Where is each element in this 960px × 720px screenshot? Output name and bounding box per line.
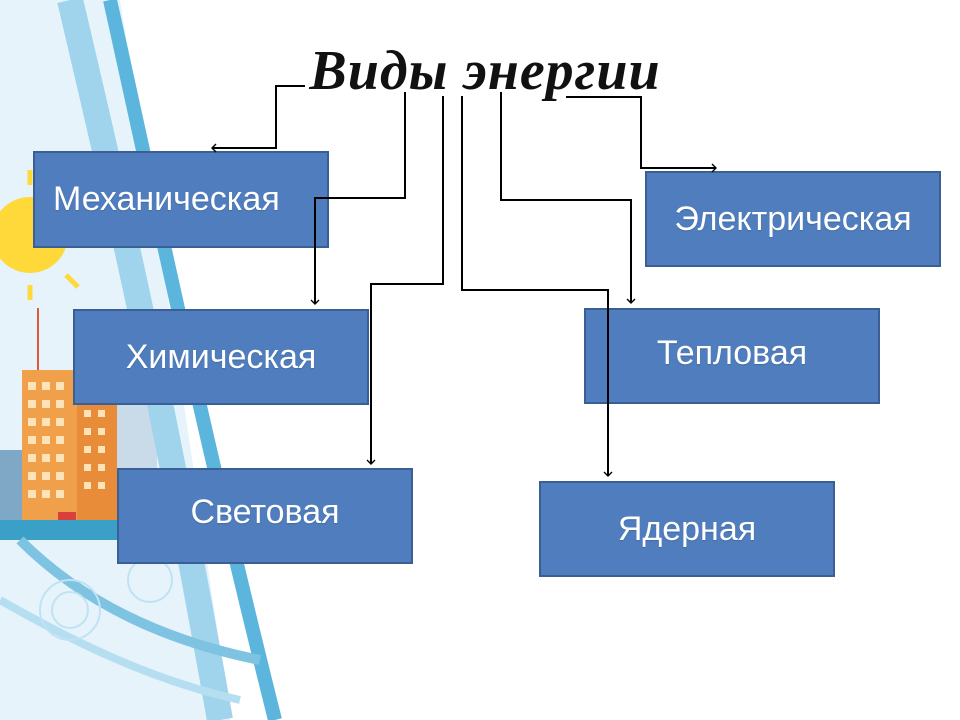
swoosh-shape: [57, 0, 233, 720]
box-thermal: Тепловая: [584, 308, 880, 404]
box-mechanical: Механическая: [33, 151, 329, 248]
city-buildings-icon: [0, 370, 157, 520]
box-light: Световая: [117, 468, 413, 564]
swoosh-shape: [0, 596, 241, 704]
diagram-title: Виды энергии: [309, 40, 661, 102]
box-nuclear: Ядерная: [539, 481, 835, 577]
box-electrical: Электрическая: [645, 171, 941, 267]
swoosh-shape: [16, 536, 261, 665]
ground-strip: [0, 520, 120, 540]
box-chemical: Химическая: [73, 309, 369, 405]
